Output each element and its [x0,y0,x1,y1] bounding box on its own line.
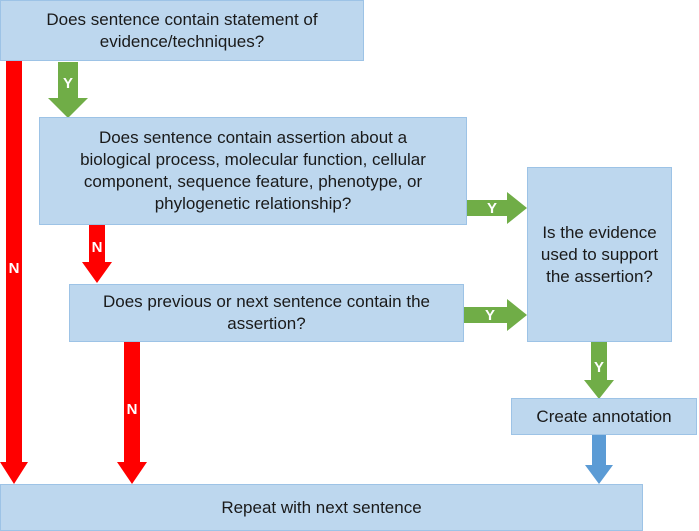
node-evidence-question: Does sentence contain statement of evide… [0,0,364,61]
arrow-q1-no-label: N [9,260,20,277]
node-adjacent-sentence-question: Does previous or next sentence contain t… [69,284,464,342]
arrow-q1-no: N [0,60,28,484]
node-evidence-question-text: Does sentence contain statement of evide… [46,9,318,51]
arrow-q2-yes: Y [466,192,527,224]
arrow-q2-no: N [82,225,112,283]
node-repeat-next-sentence-text: Repeat with next sentence [221,497,422,517]
arrow-q4-yes-label: Y [594,359,604,376]
node-adjacent-sentence-question-text: Does previous or next sentence contain t… [103,292,430,333]
node-evidence-support-question: Is the evidence used to support the asse… [527,167,672,342]
arrow-q4-yes: Y [584,342,614,399]
arrow-q3-yes: Y [464,299,527,331]
node-create-annotation-text: Create annotation [536,406,672,426]
node-create-annotation: Create annotation [511,398,697,435]
arrow-q1-yes: Y [48,62,88,118]
node-assertion-question: Does sentence contain assertion about a … [39,117,467,225]
arrow-create-to-repeat [585,435,613,484]
node-repeat-next-sentence: Repeat with next sentence [0,484,643,531]
arrow-q3-no-label: N [127,401,138,418]
arrow-q2-no-label: N [92,239,103,256]
node-evidence-support-question-text: Is the evidence used to support the asse… [540,222,659,286]
arrow-q3-no: N [117,342,147,484]
node-assertion-question-text: Does sentence contain assertion about a … [80,128,426,213]
arrow-q1-yes-label: Y [63,75,73,92]
arrow-q2-yes-label: Y [487,200,497,217]
arrow-q3-yes-label: Y [485,307,495,324]
